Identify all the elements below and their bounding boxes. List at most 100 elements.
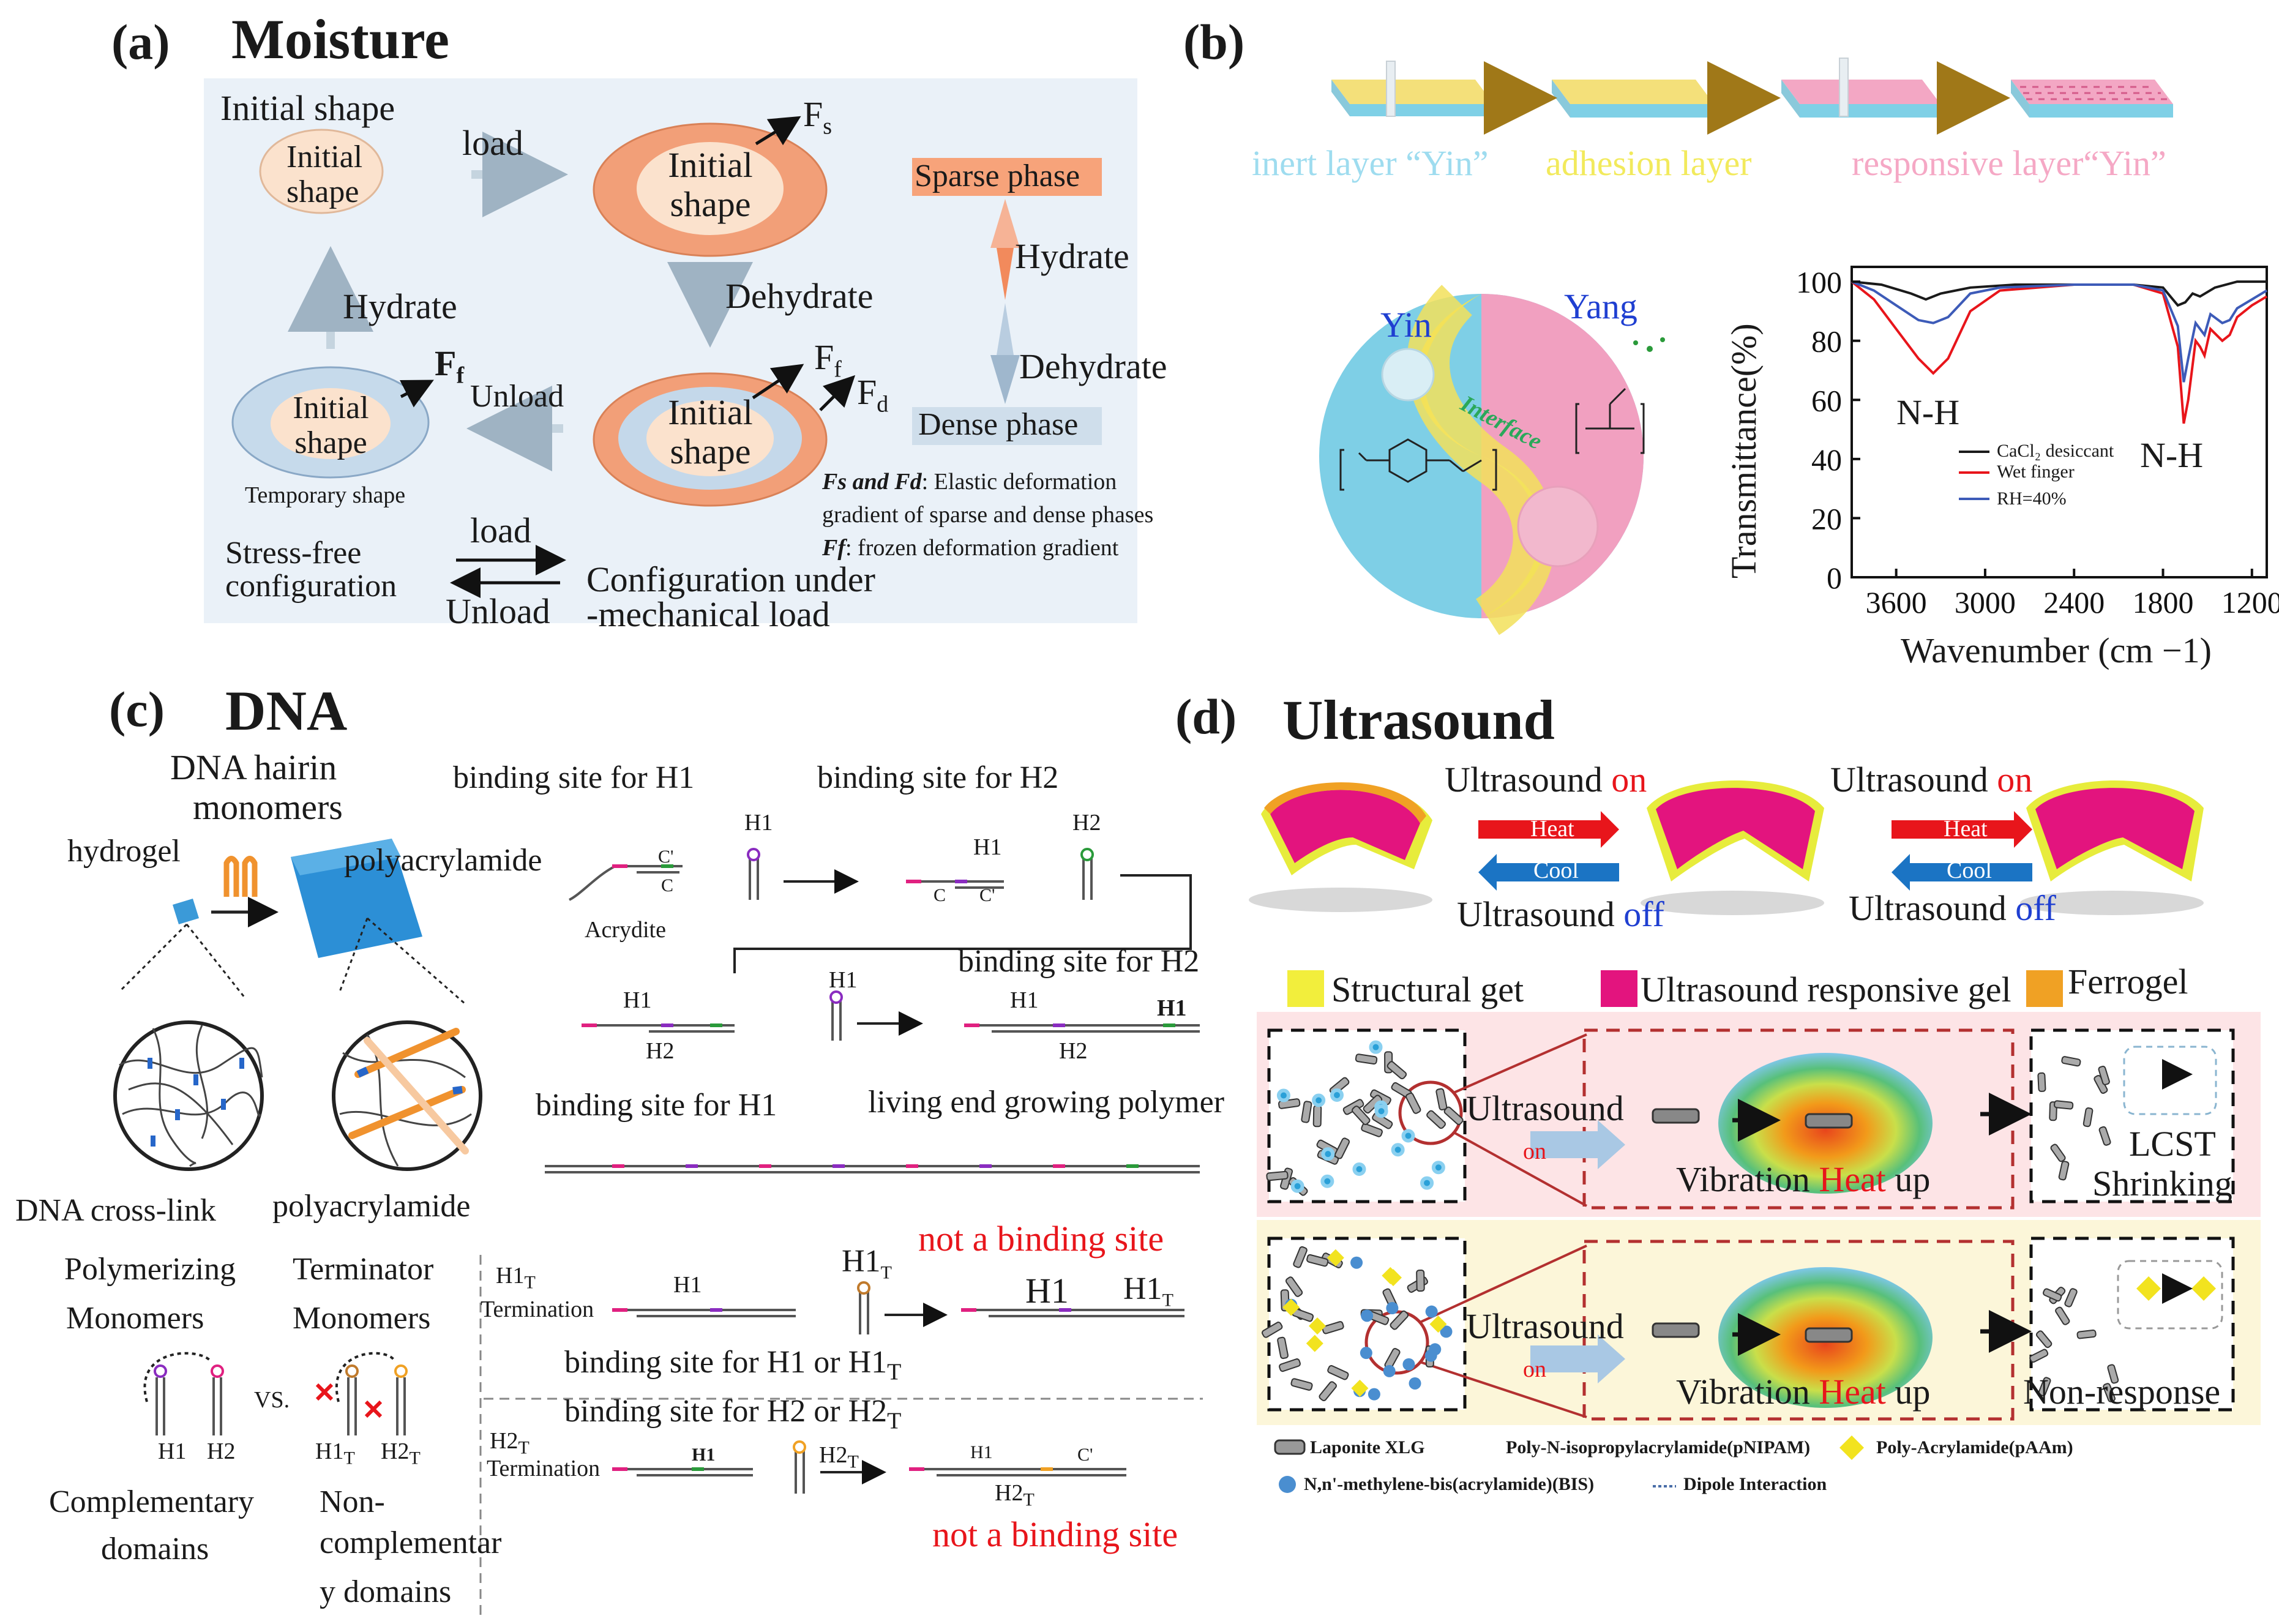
bis-dot bbox=[1368, 1388, 1380, 1401]
dna-crosslink-label: DNA cross-link bbox=[15, 1193, 216, 1228]
patterned-layer-slab bbox=[2011, 80, 2173, 118]
chart-ytick-label: 0 bbox=[1827, 561, 1842, 595]
key-paam: Poly-Acrylamide(pAAm) bbox=[1876, 1437, 2073, 1457]
h2t-termination-label: Termination bbox=[487, 1456, 601, 1481]
laponite-platelet bbox=[2107, 1364, 2119, 1384]
ff-right-label: Ff bbox=[814, 337, 842, 383]
config-line-1: Configuration under bbox=[586, 559, 875, 599]
yin-label: Yin bbox=[1380, 305, 1432, 345]
heat-arrow-1 bbox=[1478, 811, 1619, 848]
legend-structural-label: Structural get bbox=[1331, 970, 1524, 1009]
laponite-platelet bbox=[1352, 1106, 1371, 1125]
paam-diamond bbox=[1429, 1315, 1447, 1333]
laponite-platelet bbox=[2064, 1288, 2078, 1308]
bis-dot bbox=[1424, 1349, 1437, 1362]
row1-vibration-label: Vibration Heat up bbox=[1676, 1159, 1931, 1199]
h1t-termination-label: Termination bbox=[481, 1297, 594, 1322]
stress-free-line-1: Stress-free bbox=[225, 536, 362, 571]
panel-c-artwork bbox=[113, 839, 1203, 1616]
pnipam-star bbox=[1276, 1088, 1290, 1102]
laponite-platelet bbox=[1319, 1381, 1337, 1402]
row2-ultrasound-label: Ultrasound bbox=[1466, 1306, 1624, 1346]
paam-diamond bbox=[1306, 1334, 1323, 1352]
inert-layer-label: inert layer “Yin” bbox=[1252, 143, 1489, 183]
row1-ultrasound-label: Ultrasound bbox=[1466, 1088, 1624, 1128]
laponite-platelet bbox=[2054, 1100, 2074, 1110]
chart-ytick-label: 20 bbox=[1811, 501, 1842, 536]
legend-swatch-structural bbox=[1287, 970, 1324, 1007]
ultrasound-off-label-1: Ultrasound off bbox=[1457, 894, 1664, 934]
h1-end-label: H1 bbox=[1157, 995, 1187, 1021]
laponite-platelet bbox=[2098, 1065, 2110, 1085]
initial-shape-caption: Initial shape bbox=[220, 88, 395, 128]
pnipam-star bbox=[1420, 1176, 1434, 1190]
binding-site-h2-label: binding site for H2 bbox=[817, 760, 1059, 795]
strand-domain-marks bbox=[582, 864, 1175, 1471]
laponite-platelet bbox=[1327, 1365, 1349, 1380]
laponite-platelet bbox=[2035, 1330, 2053, 1349]
polyacrylamide-top-label: polyacrylamide bbox=[344, 843, 542, 878]
dense-phase-label: Dense phase bbox=[918, 407, 1079, 442]
yang-label: Yang bbox=[1564, 286, 1637, 326]
h1-strand-label-5: H1 bbox=[1025, 1271, 1069, 1311]
key-dipole: Dipole Interaction bbox=[1683, 1474, 1827, 1494]
gel-gripper-1 bbox=[1249, 782, 1432, 912]
laponite-platelet bbox=[2098, 1126, 2111, 1146]
legend-desiccant: CaCl₂ desiccant bbox=[1997, 441, 2114, 461]
h1t-end-label: H1T bbox=[1123, 1271, 1173, 1311]
row1-lcst-label: LCST bbox=[2129, 1124, 2216, 1164]
complementary-line-2: domains bbox=[101, 1532, 209, 1566]
cprime-mark-2: C' bbox=[979, 885, 995, 905]
laponite-platelet bbox=[1301, 1101, 1312, 1123]
panel-d-label: (d) bbox=[1175, 689, 1237, 744]
legend-swatch-ferrogel bbox=[2026, 970, 2063, 1007]
laponite-platelet bbox=[1361, 1123, 1383, 1137]
h2-hairpin-label: H2 bbox=[1072, 810, 1101, 836]
key-bis: N,n'-methylene-bis(acrylamide)(BIS) bbox=[1304, 1474, 1595, 1494]
note-line-3: Ff: frozen deformation gradient bbox=[822, 535, 1119, 561]
nh-annotation-2: N-H bbox=[2140, 435, 2204, 475]
laponite-platelet bbox=[2061, 1056, 2081, 1067]
laponite-platelet bbox=[1312, 1105, 1322, 1128]
config-line-2: -mechanical load bbox=[586, 594, 830, 634]
binding-site-h1-or-label: binding site for H1 or H1T bbox=[564, 1345, 902, 1385]
laponite-platelet bbox=[1355, 1053, 1378, 1065]
noncomp-line-1: Non- bbox=[320, 1484, 385, 1519]
paam-diamond bbox=[1282, 1298, 1300, 1316]
h2-strand-label-3: H2 bbox=[1059, 1038, 1088, 1064]
laponite-platelet bbox=[1279, 1358, 1301, 1372]
panel-a-label: (a) bbox=[111, 14, 170, 70]
legend-ferrogel-label: Ferrogel bbox=[2068, 962, 2188, 1001]
initial-shape-text-1: Initial shape bbox=[286, 140, 363, 210]
initial-shape-text-2: Initial shape bbox=[668, 145, 753, 224]
fs-label: Fs bbox=[803, 94, 833, 140]
laponite-platelet bbox=[1290, 1378, 1313, 1391]
binding-site-h1-b-label: binding site for H1 bbox=[536, 1088, 777, 1123]
bis-dot bbox=[1350, 1256, 1363, 1269]
h2-monomer-label: H2 bbox=[207, 1439, 236, 1464]
responsive-layer-label: responsive layer“Yin” bbox=[1852, 143, 2166, 183]
legend-ultrasound-gel-label: Ultrasound responsive gel bbox=[1641, 970, 2011, 1009]
paam-diamond bbox=[1309, 1317, 1327, 1335]
pnipam-star bbox=[1330, 1088, 1344, 1102]
pnipam-star bbox=[1431, 1161, 1445, 1175]
initial-shape-text-3: Initial shape bbox=[668, 392, 753, 471]
laponite-platelet bbox=[1277, 1336, 1289, 1360]
h1-strand-label-6: H1 bbox=[692, 1445, 716, 1465]
inert-layer-slab bbox=[1331, 61, 1494, 117]
laponite-platelet bbox=[2103, 1383, 2116, 1402]
chart-ytick-label: 100 bbox=[1796, 265, 1842, 299]
h1-strand-label-4: H1 bbox=[673, 1272, 702, 1298]
laponite-platelet bbox=[2029, 1349, 2049, 1363]
laponite-platelet bbox=[1266, 1170, 1289, 1181]
chart-series-group bbox=[1851, 280, 2268, 424]
chart-ytick-label: 60 bbox=[1811, 383, 1842, 417]
paam-diamond bbox=[1351, 1379, 1369, 1397]
legend-wet-finger: Wet finger bbox=[1997, 462, 2075, 482]
h2t-monomer-label: H2T bbox=[381, 1439, 421, 1469]
gel-gripper-2 bbox=[1641, 780, 1824, 915]
bis-key-glyph bbox=[1279, 1476, 1296, 1493]
sparse-phase-label: Sparse phase bbox=[915, 159, 1080, 193]
binding-site-h2-b-label: binding site for H2 bbox=[958, 944, 1200, 979]
